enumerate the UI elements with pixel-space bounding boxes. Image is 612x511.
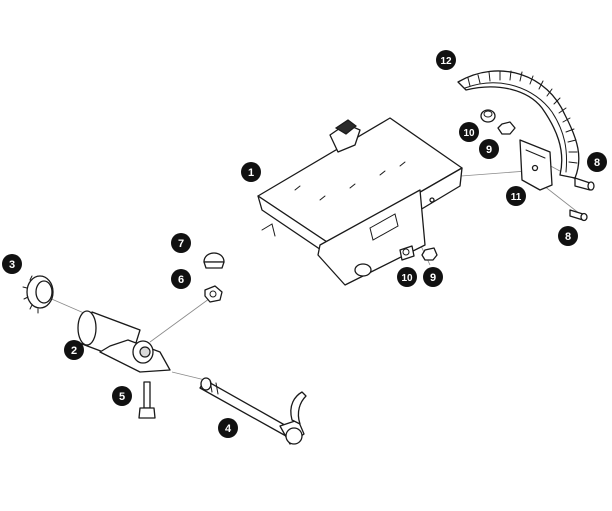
part-7-cap bbox=[203, 252, 225, 269]
callout-2: 2 bbox=[64, 340, 84, 360]
callout-1-label: 1 bbox=[248, 167, 254, 179]
part-8-screw-lower bbox=[569, 209, 588, 222]
callout-10-upper: 10 bbox=[459, 122, 479, 142]
callout-7-label: 7 bbox=[178, 238, 184, 250]
callout-10-lower: 10 bbox=[397, 267, 417, 287]
callout-10-upper-label: 10 bbox=[463, 128, 475, 139]
callout-8-upper: 8 bbox=[587, 152, 607, 172]
callout-6-label: 6 bbox=[178, 274, 184, 286]
callout-1: 1 bbox=[241, 162, 261, 182]
part-4-skewer bbox=[199, 377, 307, 445]
callout-6: 6 bbox=[171, 269, 191, 289]
part-9-nut-upper bbox=[497, 121, 516, 135]
callout-8-lower: 8 bbox=[558, 226, 578, 246]
callout-9-lower: 9 bbox=[423, 267, 443, 287]
part-12-strap bbox=[457, 70, 580, 179]
part-5-bolt bbox=[138, 381, 156, 419]
callout-9-lower-label: 9 bbox=[430, 272, 436, 284]
callout-11-label: 11 bbox=[511, 192, 522, 203]
part-10-cap-nut-upper bbox=[480, 109, 496, 123]
callout-5: 5 bbox=[112, 386, 132, 406]
callout-2-label: 2 bbox=[71, 345, 77, 357]
callout-11: 11 bbox=[506, 186, 526, 206]
part-1-mount-plate bbox=[257, 117, 463, 286]
part-2-cylinder bbox=[77, 310, 171, 373]
callout-10-lower-label: 10 bbox=[401, 273, 413, 284]
part-6-nut bbox=[204, 285, 223, 303]
callout-7: 7 bbox=[171, 233, 191, 253]
part-8-screw-upper bbox=[574, 177, 595, 191]
callout-5-label: 5 bbox=[119, 391, 125, 403]
callout-8-lower-label: 8 bbox=[565, 231, 571, 243]
callout-4-label: 4 bbox=[225, 423, 232, 435]
part-3-knob bbox=[22, 275, 54, 314]
callout-8-upper-label: 8 bbox=[594, 157, 600, 169]
callout-12-label: 12 bbox=[440, 56, 452, 67]
callout-9-upper: 9 bbox=[479, 139, 499, 159]
callout-3-label: 3 bbox=[9, 259, 15, 271]
part-9-nut-lower bbox=[421, 247, 438, 261]
part-11-bracket bbox=[519, 139, 553, 191]
callout-9-upper-label: 9 bbox=[486, 144, 492, 156]
callout-3: 3 bbox=[2, 254, 22, 274]
part-10-cap-nut-lower bbox=[399, 245, 415, 261]
callout-4: 4 bbox=[218, 418, 238, 438]
callout-12: 12 bbox=[436, 50, 456, 70]
callout-badges: 1 2 3 4 5 6 7 8 8 9 9 10 10 11 12 bbox=[2, 50, 607, 438]
